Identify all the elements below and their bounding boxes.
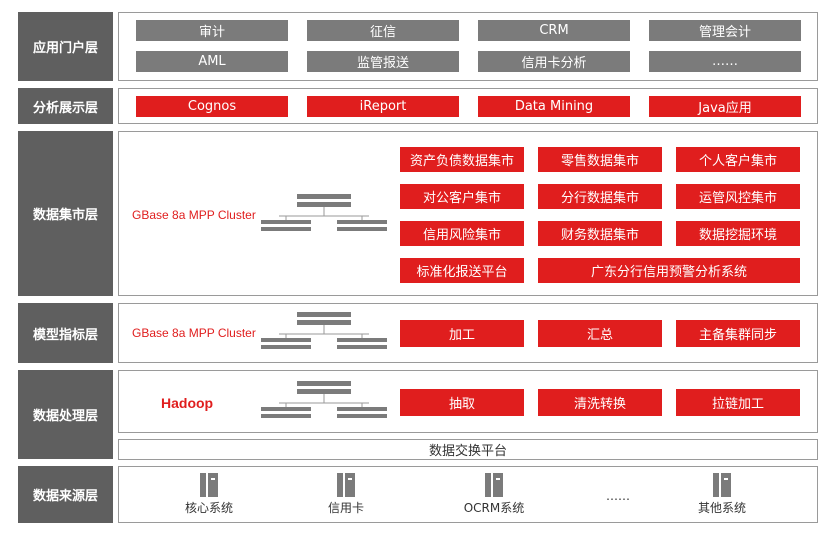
portal-item-credit[interactable]: 征信 (307, 20, 459, 41)
model-panel: GBase 8a MPP Cluster 加工 汇总 主备集群同步 (118, 303, 818, 363)
model-item-process[interactable]: 加工 (400, 320, 524, 347)
source-panel: 核心系统 信用卡 OCRM系统 …… 其他系统 (118, 466, 818, 523)
processing-item-clean-transform[interactable]: 清洗转换 (538, 389, 662, 416)
source-credit-card[interactable]: 信用卡 (291, 473, 401, 516)
processing-item-zipper[interactable]: 拉链加工 (676, 389, 800, 416)
portal-item-credit-card-analysis[interactable]: 信用卡分析 (478, 51, 630, 72)
portal-item-aml[interactable]: AML (136, 51, 288, 72)
mart-item-credit-risk[interactable]: 信用风险集市 (400, 221, 524, 246)
mart-item-retail[interactable]: 零售数据集市 (538, 147, 662, 172)
layer-label-source: 数据来源层 (18, 466, 113, 523)
mart-cluster-network-icon (259, 192, 389, 240)
model-item-aggregate[interactable]: 汇总 (538, 320, 662, 347)
server-icon (337, 473, 355, 497)
processing-engine-label: Hadoop (161, 395, 214, 411)
analysis-panel: Cognos iReport Data Mining Java应用 (118, 88, 818, 124)
mart-item-branch[interactable]: 分行数据集市 (538, 184, 662, 209)
source-ocrm-system[interactable]: OCRM系统 (439, 473, 549, 516)
model-cluster-label: GBase 8a MPP Cluster (132, 326, 256, 340)
server-icon (713, 473, 731, 497)
layer-label-processing: 数据处理层 (18, 370, 113, 459)
analysis-item-data-mining[interactable]: Data Mining (478, 96, 630, 117)
layer-label-model: 模型指标层 (18, 303, 113, 363)
processing-item-extract[interactable]: 抽取 (400, 389, 524, 416)
portal-panel: 审计 征信 CRM 管理会计 AML 监管报送 信用卡分析 …… (118, 12, 818, 81)
layer-label-analysis: 分析展示层 (18, 88, 113, 124)
source-core-system[interactable]: 核心系统 (154, 473, 264, 516)
source-label: OCRM系统 (463, 501, 525, 515)
source-label: 核心系统 (184, 501, 233, 515)
portal-item-more[interactable]: …… (649, 51, 801, 72)
model-cluster-network-icon (259, 310, 389, 358)
data-exchange-platform: 数据交换平台 (118, 439, 818, 460)
mart-item-asset-liability[interactable]: 资产负债数据集市 (400, 147, 524, 172)
source-label: …… (606, 489, 630, 503)
layer-label-portal: 应用门户层 (18, 12, 113, 81)
mart-panel: GBase 8a MPP Cluster 资产负债数据集市 零售数据集市 个人客… (118, 131, 818, 296)
server-icon (485, 473, 503, 497)
mart-item-data-mining-env[interactable]: 数据挖掘环境 (676, 221, 800, 246)
mart-item-finance[interactable]: 财务数据集市 (538, 221, 662, 246)
portal-item-management-accounting[interactable]: 管理会计 (649, 20, 801, 41)
source-other-system[interactable]: 其他系统 (667, 473, 777, 516)
hadoop-cluster-network-icon (259, 379, 389, 427)
source-label: 其他系统 (697, 501, 746, 515)
analysis-item-cognos[interactable]: Cognos (136, 96, 288, 117)
mart-item-personal-customer[interactable]: 个人客户集市 (676, 147, 800, 172)
mart-item-corporate-customer[interactable]: 对公客户集市 (400, 184, 524, 209)
mart-cluster-label: GBase 8a MPP Cluster (132, 208, 256, 222)
analysis-item-ireport[interactable]: iReport (307, 96, 459, 117)
mart-item-standard-report-platform[interactable]: 标准化报送平台 (400, 258, 524, 283)
server-icon (200, 473, 218, 497)
analysis-item-java-app[interactable]: Java应用 (649, 96, 801, 117)
portal-item-regulatory-report[interactable]: 监管报送 (307, 51, 459, 72)
source-label: 信用卡 (327, 501, 364, 515)
source-more: …… (563, 489, 673, 503)
portal-item-audit[interactable]: 审计 (136, 20, 288, 41)
mart-item-guangdong-credit-warning[interactable]: 广东分行信用预警分析系统 (538, 258, 800, 283)
processing-panel: Hadoop 抽取 清洗转换 拉链加工 (118, 370, 818, 433)
portal-item-crm[interactable]: CRM (478, 20, 630, 41)
layer-label-mart: 数据集市层 (18, 131, 113, 296)
model-item-cluster-sync[interactable]: 主备集群同步 (676, 320, 800, 347)
mart-item-ops-risk[interactable]: 运管风控集市 (676, 184, 800, 209)
